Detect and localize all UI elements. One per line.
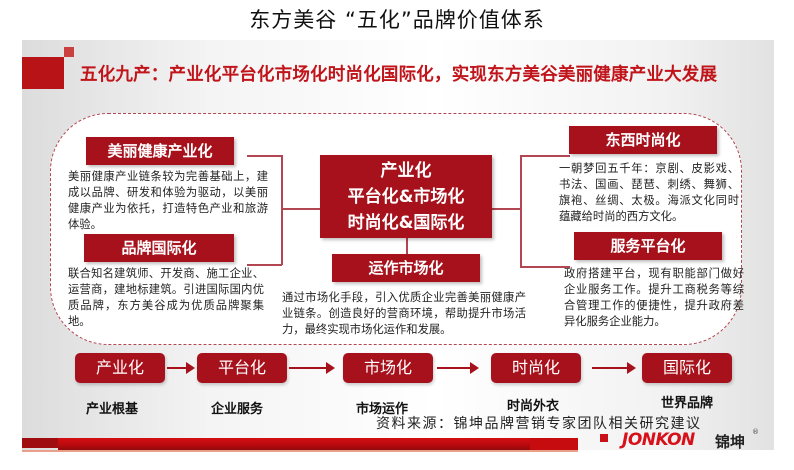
- logo-jonkon: JONKON: [622, 430, 695, 450]
- flow-caption-fashion-coat: 时尚外衣: [506, 399, 559, 414]
- connector-line: [520, 155, 522, 267]
- center-line-3: 时尚化&国际化: [347, 213, 465, 233]
- flow-caption-industry-base: 产业根基: [85, 402, 138, 417]
- desc-brand-international: 联合知名建筑师、开发商、施工企业、运营商，建地标建筑。引进国际国内优质品牌，东方…: [68, 267, 264, 328]
- tag-service-platform: 服务平台化: [574, 232, 722, 260]
- arrow-right-icon: [592, 362, 636, 374]
- tag-beauty-health: 美丽健康产业化: [86, 137, 234, 165]
- desc-east-west-fashion: 一朝梦回五千年：京剧、皮影戏、书法、国画、琵琶、刺绣、舞狮、旗袍、丝绸、太极。海…: [559, 162, 739, 223]
- arrow-right-icon: [437, 362, 479, 374]
- arrow-right-icon: [167, 362, 195, 374]
- tag-brand-international: 品牌国际化: [84, 234, 234, 262]
- connector-line: [406, 238, 408, 254]
- tag-market-operation: 运作市场化: [332, 254, 480, 282]
- page-title: 东方美谷 “五化”品牌价值体系: [249, 8, 545, 32]
- flow-step-industrialization: 产业化: [75, 353, 165, 383]
- center-line-2: 平台化&市场化: [347, 187, 465, 207]
- logo-chinese: 锦坤: [715, 433, 746, 451]
- flow-step-marketization: 市场化: [343, 353, 433, 383]
- flow-caption-enterprise-service: 企业服务: [210, 402, 263, 417]
- tag-east-west-fashion: 东西时尚化: [569, 126, 717, 154]
- footer-band-step: [530, 438, 578, 450]
- desc-market-operation: 通过市场化手段，引入优质企业完善美丽健康产业链条。创造良好的营商环境，帮助提升市…: [282, 291, 526, 336]
- footer-band: [58, 438, 578, 450]
- corner-decoration: [22, 57, 64, 89]
- connector-line: [281, 155, 283, 265]
- connector-line: [281, 208, 321, 210]
- headline: 五化九产：产业化平台化市场化时尚化国际化，实现东方美谷美丽健康产业大发展: [80, 65, 718, 85]
- center-line-1: 产业化: [380, 161, 432, 181]
- flow-step-fashionization: 时尚化: [491, 353, 581, 383]
- connector-line: [247, 264, 282, 266]
- desc-beauty-health: 美丽健康产业链条较为完善基础上，建成以品牌、研发和体验为驱动，以美丽健康产业为依…: [68, 170, 268, 231]
- connector-line: [520, 266, 570, 268]
- center-core-box: 产业化 平台化&市场化 时尚化&国际化: [320, 155, 492, 238]
- connector-line: [520, 155, 570, 157]
- flow-step-platformization: 平台化: [197, 353, 287, 383]
- logo-square-icon: [600, 434, 608, 442]
- footer-band-shadow: [22, 450, 578, 452]
- source-note: 资料来源：锦坤品牌营销专家团队相关研究建议: [376, 416, 702, 432]
- connector-line: [491, 208, 521, 210]
- flow-step-internationalization: 国际化: [642, 353, 732, 383]
- desc-service-platform: 政府搭建平台，现有职能部门做好企业服务工作。提升工商税务等综合管理工作的便捷性，…: [564, 267, 744, 328]
- connector-line: [247, 155, 282, 157]
- flow-caption-market-operation: 市场运作: [355, 402, 408, 417]
- arrow-right-icon: [289, 362, 335, 374]
- registered-mark-icon: ®: [752, 428, 759, 436]
- flow-caption-world-brand: 世界品牌: [660, 396, 713, 411]
- corner-decoration-small: [64, 47, 74, 57]
- footer-band-accent: [22, 438, 82, 448]
